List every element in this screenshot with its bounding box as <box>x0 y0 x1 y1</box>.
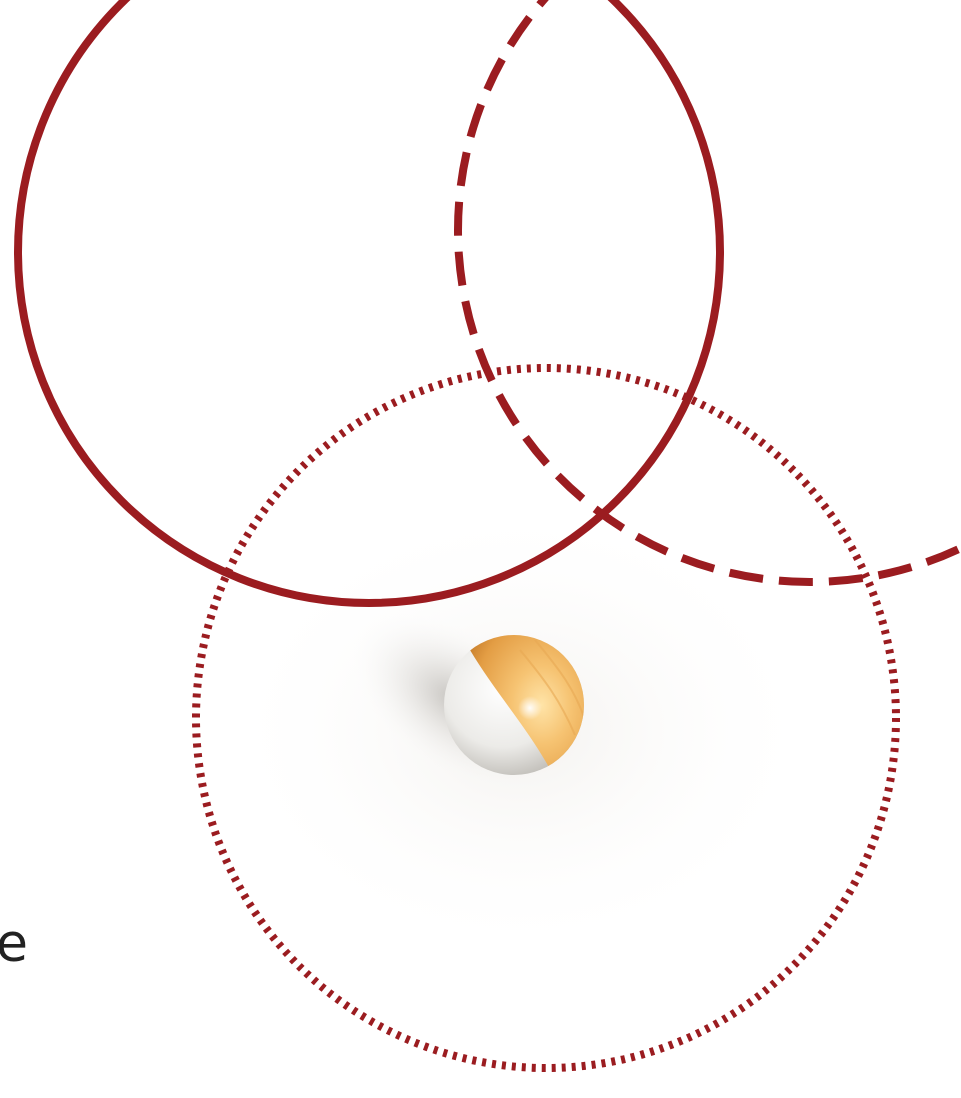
edge-text: e <box>0 918 28 970</box>
dashed-circle <box>458 0 961 582</box>
ball-glint <box>518 696 542 720</box>
